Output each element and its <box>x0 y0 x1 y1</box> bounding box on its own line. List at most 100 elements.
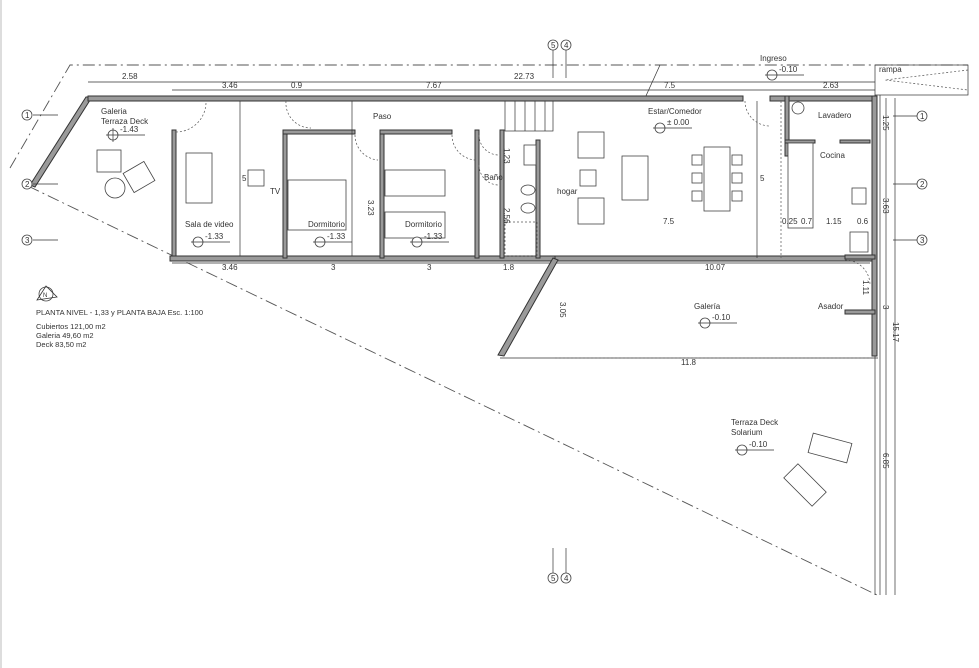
svg-text:0.9: 0.9 <box>291 81 303 90</box>
axis-2-left: 2 <box>21 178 58 190</box>
svg-text:-1.33: -1.33 <box>327 232 346 241</box>
svg-text:-1.43: -1.43 <box>120 125 139 134</box>
svg-text:5: 5 <box>760 174 765 183</box>
label-solarium: Solarium <box>731 428 763 437</box>
toilet <box>520 184 536 196</box>
axis-1-left: 1 <box>21 109 58 121</box>
svg-text:± 0.00: ± 0.00 <box>667 118 690 127</box>
plan-notes: PLANTA NIVEL - 1,33 y PLANTA BAJA Esc. 1… <box>36 308 203 349</box>
label-paso: Paso <box>373 112 392 121</box>
svg-text:1.8: 1.8 <box>503 263 515 272</box>
svg-text:0.25: 0.25 <box>782 217 798 226</box>
kitchen-sink <box>851 187 867 205</box>
svg-text:5: 5 <box>551 574 556 583</box>
svg-text:6.85: 6.85 <box>881 453 890 469</box>
furniture <box>96 101 869 507</box>
stairs <box>504 100 554 257</box>
svg-text:3.63: 3.63 <box>881 198 890 214</box>
sofa <box>185 152 213 204</box>
level-marker-solarium: -0.10 <box>735 440 774 456</box>
svg-text:3.05: 3.05 <box>558 302 567 318</box>
svg-text:-1.33: -1.33 <box>424 232 443 241</box>
svg-text:-0.10: -0.10 <box>749 440 768 449</box>
dimension-text: 2.58 22.73 3.46 0.9 7.67 7.5 2.63 3.46 3… <box>122 72 900 469</box>
svg-text:0.7: 0.7 <box>801 217 813 226</box>
sun-lounger <box>807 432 853 464</box>
fridge <box>849 231 869 253</box>
svg-text:1.25: 1.25 <box>881 115 890 131</box>
svg-text:2.56: 2.56 <box>502 208 511 224</box>
svg-text:1.23: 1.23 <box>502 148 511 164</box>
level-marker-ingreso: -0.10 <box>765 65 804 81</box>
label-estar-comedor: Estar/Comedor <box>648 107 702 116</box>
page-edge <box>0 0 2 668</box>
svg-text:1: 1 <box>25 111 30 120</box>
svg-text:15.17: 15.17 <box>891 322 900 343</box>
svg-text:10.07: 10.07 <box>705 263 726 272</box>
bed <box>287 179 347 231</box>
level-marker-galeria: -0.10 <box>698 313 737 329</box>
armchair <box>122 160 156 194</box>
svg-text:5: 5 <box>242 174 247 183</box>
svg-text:1: 1 <box>920 112 925 121</box>
level-marker-deck: -1.43 <box>106 125 145 142</box>
walls <box>29 95 878 359</box>
label-dormitorio-2: Dormitorio <box>405 220 442 229</box>
svg-text:1.15: 1.15 <box>826 217 842 226</box>
svg-text:3.23: 3.23 <box>366 200 375 216</box>
area-deck: Deck 83,50 m2 <box>36 340 87 349</box>
svg-text:-1.33: -1.33 <box>205 232 224 241</box>
label-cocina: Cocina <box>820 151 845 160</box>
axis-1-right: 1 <box>893 110 928 122</box>
level-marker-dorm1: -1.33 <box>313 232 352 248</box>
ramp <box>874 64 969 96</box>
sofa <box>621 155 649 201</box>
svg-text:0.6: 0.6 <box>857 217 869 226</box>
label-hogar: hogar <box>557 187 578 196</box>
svg-text:3: 3 <box>331 263 336 272</box>
armchair <box>577 131 605 159</box>
level-marker-estar: ± 0.00 <box>653 118 692 134</box>
axis-4-bottom: 4 <box>560 548 572 584</box>
sink <box>523 144 537 166</box>
svg-text:3: 3 <box>920 236 925 245</box>
label-bano: Baño <box>484 173 503 182</box>
tv-stand <box>247 169 265 187</box>
label-lavadero: Lavadero <box>818 111 852 120</box>
room-labels: Galeria Terraza Deck Sala de video TV Do… <box>101 54 902 437</box>
svg-text:3: 3 <box>881 305 890 310</box>
svg-text:2.63: 2.63 <box>823 81 839 90</box>
svg-text:7.67: 7.67 <box>426 81 442 90</box>
svg-text:2: 2 <box>25 180 30 189</box>
side-table <box>104 177 126 199</box>
svg-text:22.73: 22.73 <box>514 72 535 81</box>
bidet <box>520 202 536 214</box>
svg-text:N: N <box>43 293 47 299</box>
dining-table <box>703 146 731 212</box>
axis-3-right: 3 <box>893 234 928 246</box>
axis-4-top: 4 <box>560 39 572 78</box>
svg-text:1.11: 1.11 <box>861 280 870 296</box>
svg-text:3.46: 3.46 <box>222 263 238 272</box>
label-galeria: Galeria <box>101 107 127 116</box>
label-ingreso: Ingreso <box>760 54 787 63</box>
level-markers: -1.43 -1.33 -1.33 -1.33 ± 0.00 -0.10 -0.… <box>106 65 804 456</box>
axis-5-top: 5 <box>547 39 559 78</box>
axis-5-bottom: 5 <box>547 548 559 584</box>
bed <box>384 169 446 197</box>
area-cubiertos: Cubiertos 121,00 m2 <box>36 322 106 331</box>
plan-title: PLANTA NIVEL - 1,33 y PLANTA BAJA Esc. 1… <box>36 308 204 317</box>
level-marker-sala: -1.33 <box>191 232 230 248</box>
svg-text:3: 3 <box>25 236 30 245</box>
svg-text:4: 4 <box>564 41 569 50</box>
door-swings <box>175 100 871 286</box>
svg-text:5: 5 <box>551 41 556 50</box>
svg-text:3.46: 3.46 <box>222 81 238 90</box>
sun-lounger <box>783 463 827 507</box>
svg-text:7.5: 7.5 <box>663 217 675 226</box>
label-rampa: rampa <box>879 65 902 74</box>
svg-text:2.58: 2.58 <box>122 72 138 81</box>
water-heater <box>791 101 805 115</box>
axis-3-left: 3 <box>21 234 58 246</box>
